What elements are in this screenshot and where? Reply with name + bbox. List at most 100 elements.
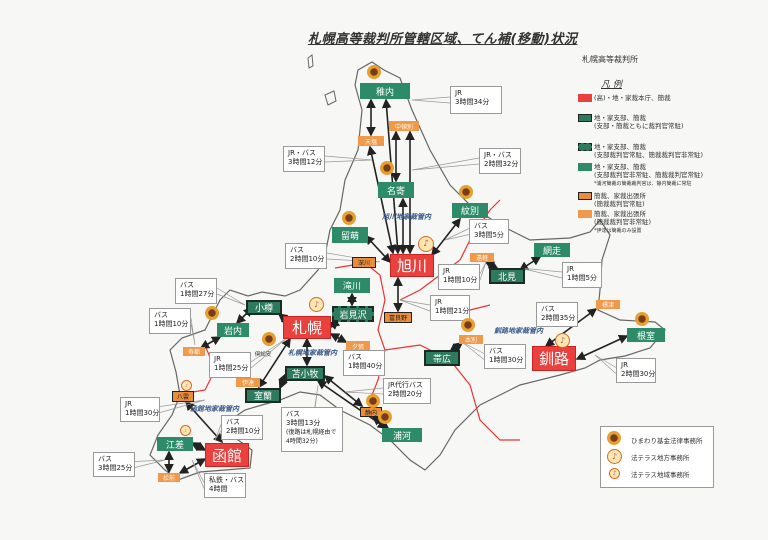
travel-time: 1時間30分 (489, 356, 524, 364)
legend-subtext: (支部裁判官常駐、簡裁裁判官非常駐) (594, 151, 704, 159)
sunflower-icon (378, 410, 392, 424)
route-arrow (364, 234, 392, 264)
houterasu-office-icon: ♪ (309, 297, 324, 312)
travel-time: 2時間10分 (226, 427, 261, 435)
travel-time: 1時間27分 (180, 290, 215, 298)
travel-time: 3時間5分 (474, 231, 504, 239)
office-legend: ひまわり基金法律事務所 ♪ 法テラス地方事務所 ♪ 法テラス地域事務所 (600, 426, 714, 488)
legend-text: (高)・地・家裁本庁、簡裁 (594, 94, 671, 102)
travel-time: 4時間 (209, 485, 228, 493)
travel-mode: バス (541, 305, 555, 313)
callout-leader (159, 399, 206, 413)
callout-leader (399, 299, 431, 312)
route-arrow (258, 337, 291, 389)
legend-text: 簡裁、家裁出張所 (594, 192, 646, 200)
office-furano: 富良野 (384, 312, 412, 323)
sunflower-icon (459, 185, 473, 199)
legend-swatch (578, 210, 592, 218)
office-nakatombetsu: 中頓別 (389, 121, 419, 131)
office-nayoro: 名寄 (378, 182, 414, 198)
sunflower-icon (342, 211, 356, 225)
legend-subtext: (支部裁判官非常駐、簡裁裁判官常駐) (594, 171, 704, 179)
district-label-sapporo: 札幌地家裁管内 (288, 349, 337, 357)
legend-swatch (578, 114, 592, 122)
sunflower-icon (367, 65, 381, 79)
office-otaru: 小樽 (246, 300, 282, 315)
legend-swatch (578, 143, 592, 151)
district-label-hakodate: 函館地家裁管内 (190, 405, 239, 413)
route-arrow (484, 259, 499, 271)
houterasu-office-icon: ♪ (180, 425, 191, 436)
district-label-kushiro: 釧路地家裁管内 (494, 327, 543, 335)
office-iwanai: 岩内 (217, 323, 249, 337)
office-fukagawa: 深川 (352, 257, 376, 268)
houterasu-office-icon: ♪ (418, 236, 434, 252)
travel-mode: バス (286, 410, 300, 418)
court-name: 札幌高等裁判所 (582, 55, 638, 64)
office-shibetsu: 標津 (596, 300, 620, 309)
office-takikawa: 滝川 (334, 278, 370, 293)
travel-mode: 私鉄・バス (209, 476, 244, 484)
coastline (149, 61, 666, 481)
office-matsumae: 松前 (158, 473, 180, 482)
office-wakkanai: 稚内 (360, 83, 410, 99)
callout-leader (479, 261, 487, 281)
route-arrow (178, 458, 207, 474)
legend-note: *伊達は簡裁のみ設置 (594, 228, 642, 234)
district-label-asahikawa: 旭川地家裁管内 (382, 213, 431, 221)
island-rebun (307, 54, 314, 69)
sunflower-icon (380, 161, 394, 175)
office-urakawa: 浦河 (382, 428, 422, 442)
travel-time: 3時間34分 (455, 98, 490, 106)
legend-subtext: (簡裁裁判官非常駐) (594, 218, 652, 226)
travel-mode: バス (98, 455, 112, 463)
office-yakumo: 八雲 (172, 391, 194, 402)
travel-time: 1時間25分 (214, 364, 249, 372)
route-arrow (518, 256, 542, 271)
office-iwamizawa: 岩見沢 (332, 306, 374, 322)
office-hombetsu: 本別 (459, 335, 483, 344)
office-asahikawa: 旭川 (390, 254, 434, 277)
travel-note: (復路は札幌経由で (286, 429, 337, 436)
office-date: 伊達 (236, 378, 260, 387)
callout-leader (216, 287, 246, 306)
travel-time: 2時間32分 (484, 160, 519, 168)
houterasu-regional-icon: ♪ (607, 449, 622, 464)
route-arrow (575, 334, 629, 361)
office-rumoi: 留萌 (332, 227, 368, 243)
travel-mode: バス (180, 281, 194, 289)
route-arrow (199, 336, 222, 349)
travel-time: 1時間5分 (567, 274, 597, 282)
legend-subtext: (簡裁裁判官常駐) (594, 200, 645, 208)
travel-time: 1時間30分 (125, 409, 160, 417)
travel-time: 3時間12分 (288, 158, 323, 166)
callout-leader (250, 337, 288, 369)
sunflower-icon (635, 312, 649, 326)
callout-leader (344, 387, 384, 395)
legend-title: 凡 例 (601, 80, 622, 90)
route-arrow (190, 441, 207, 452)
travel-mode: JR代行バス (388, 381, 423, 389)
office-esashi: 江差 (157, 437, 193, 451)
callout-leader (519, 267, 563, 279)
travel-mode: バス (348, 353, 362, 361)
office-hakodate: 函館 (205, 443, 249, 467)
legend-text: 地・家支部、簡裁 (594, 143, 646, 151)
legend-swatch (578, 163, 592, 171)
legend-subtext: (支部・簡裁ともに裁判官常駐) (594, 122, 684, 130)
travel-mode: バス (489, 347, 503, 355)
legend-swatch (578, 94, 592, 102)
